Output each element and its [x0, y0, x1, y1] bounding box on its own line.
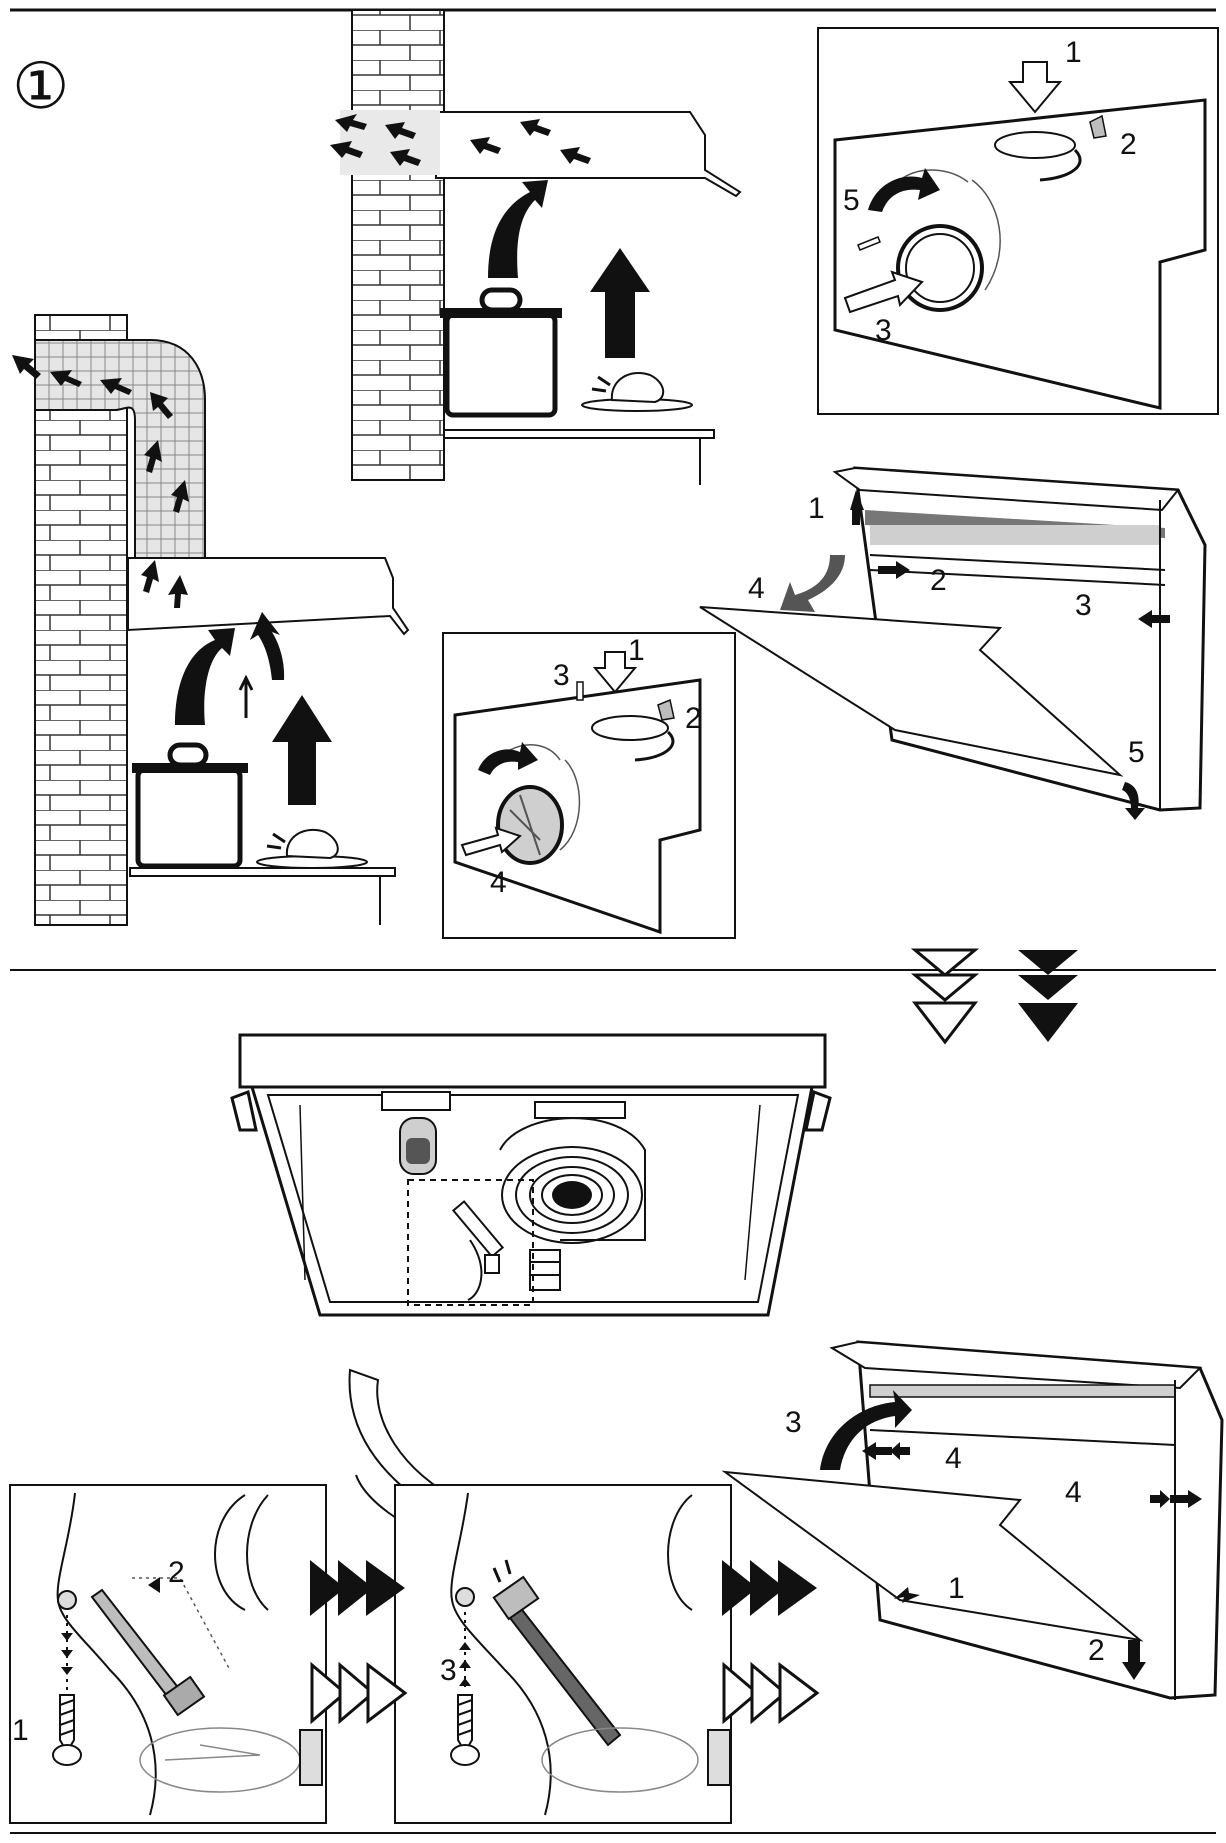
bulb-detail-middle: 3 — [395, 1485, 731, 1823]
exhaust-scene — [12, 315, 408, 925]
filter-panel-bottom: 3 4 4 1 2 — [725, 1342, 1222, 1700]
black-triangle-arrow-icon — [1018, 950, 1078, 1042]
step-marker: ① — [12, 50, 69, 124]
filter-bottom-label-2: 2 — [1088, 1634, 1105, 1667]
bulb-detail-left: 2 1 — [10, 1485, 326, 1823]
vent-top-label-1: 1 — [1065, 36, 1082, 69]
filter-top-label-5: 5 — [1128, 736, 1145, 769]
rising-air-arrow-2 — [590, 248, 650, 358]
hood-underside-view — [232, 1035, 830, 1315]
roast-chicken-icon — [257, 830, 367, 868]
pull-down-arrow — [780, 555, 845, 612]
filter-bottom-label-4a: 4 — [945, 1442, 962, 1475]
filter-panel-top: 1 2 4 3 5 — [700, 468, 1205, 820]
filter-top-label-2: 2 — [930, 564, 947, 597]
vent-mid-label-3: 3 — [553, 659, 570, 692]
vent-box-top-right: 1 2 5 3 — [818, 28, 1218, 414]
filter-top-label-4: 4 — [748, 572, 765, 605]
vent-mid-label-2: 2 — [685, 702, 702, 735]
roast-chicken-icon — [582, 373, 692, 411]
filter-bottom-label-1: 1 — [948, 1572, 965, 1605]
cooking-pot-icon — [132, 745, 248, 866]
vent-top-label-3: 3 — [875, 314, 892, 347]
vent-mid-label-1: 1 — [628, 634, 645, 667]
rising-air-arrow-5 — [272, 695, 332, 805]
rising-air-arrow-1 — [488, 180, 548, 278]
filter-top-label-1: 1 — [808, 492, 825, 525]
filter-top-label-3: 3 — [1075, 589, 1092, 622]
bulb-left-label-1: 1 — [12, 1714, 29, 1747]
vent-box-middle: 3 1 2 4 — [443, 633, 735, 938]
filter-bottom-label-3: 3 — [785, 1406, 802, 1439]
hood-body-recirculation — [436, 112, 740, 196]
cooking-pot-icon — [440, 290, 562, 415]
filter-bottom-label-4b: 4 — [1065, 1476, 1082, 1509]
vent-top-label-2: 2 — [1120, 128, 1137, 161]
vent-top-label-5: 5 — [843, 184, 860, 217]
white-triangle-arrow-icon — [915, 950, 975, 1042]
bulb-middle-label-3: 3 — [440, 1654, 457, 1687]
vent-mid-label-4: 4 — [490, 866, 507, 899]
rising-air-arrow-3 — [175, 628, 235, 725]
recirculation-scene — [330, 10, 740, 485]
bulb-left-label-2: 2 — [168, 1556, 185, 1589]
